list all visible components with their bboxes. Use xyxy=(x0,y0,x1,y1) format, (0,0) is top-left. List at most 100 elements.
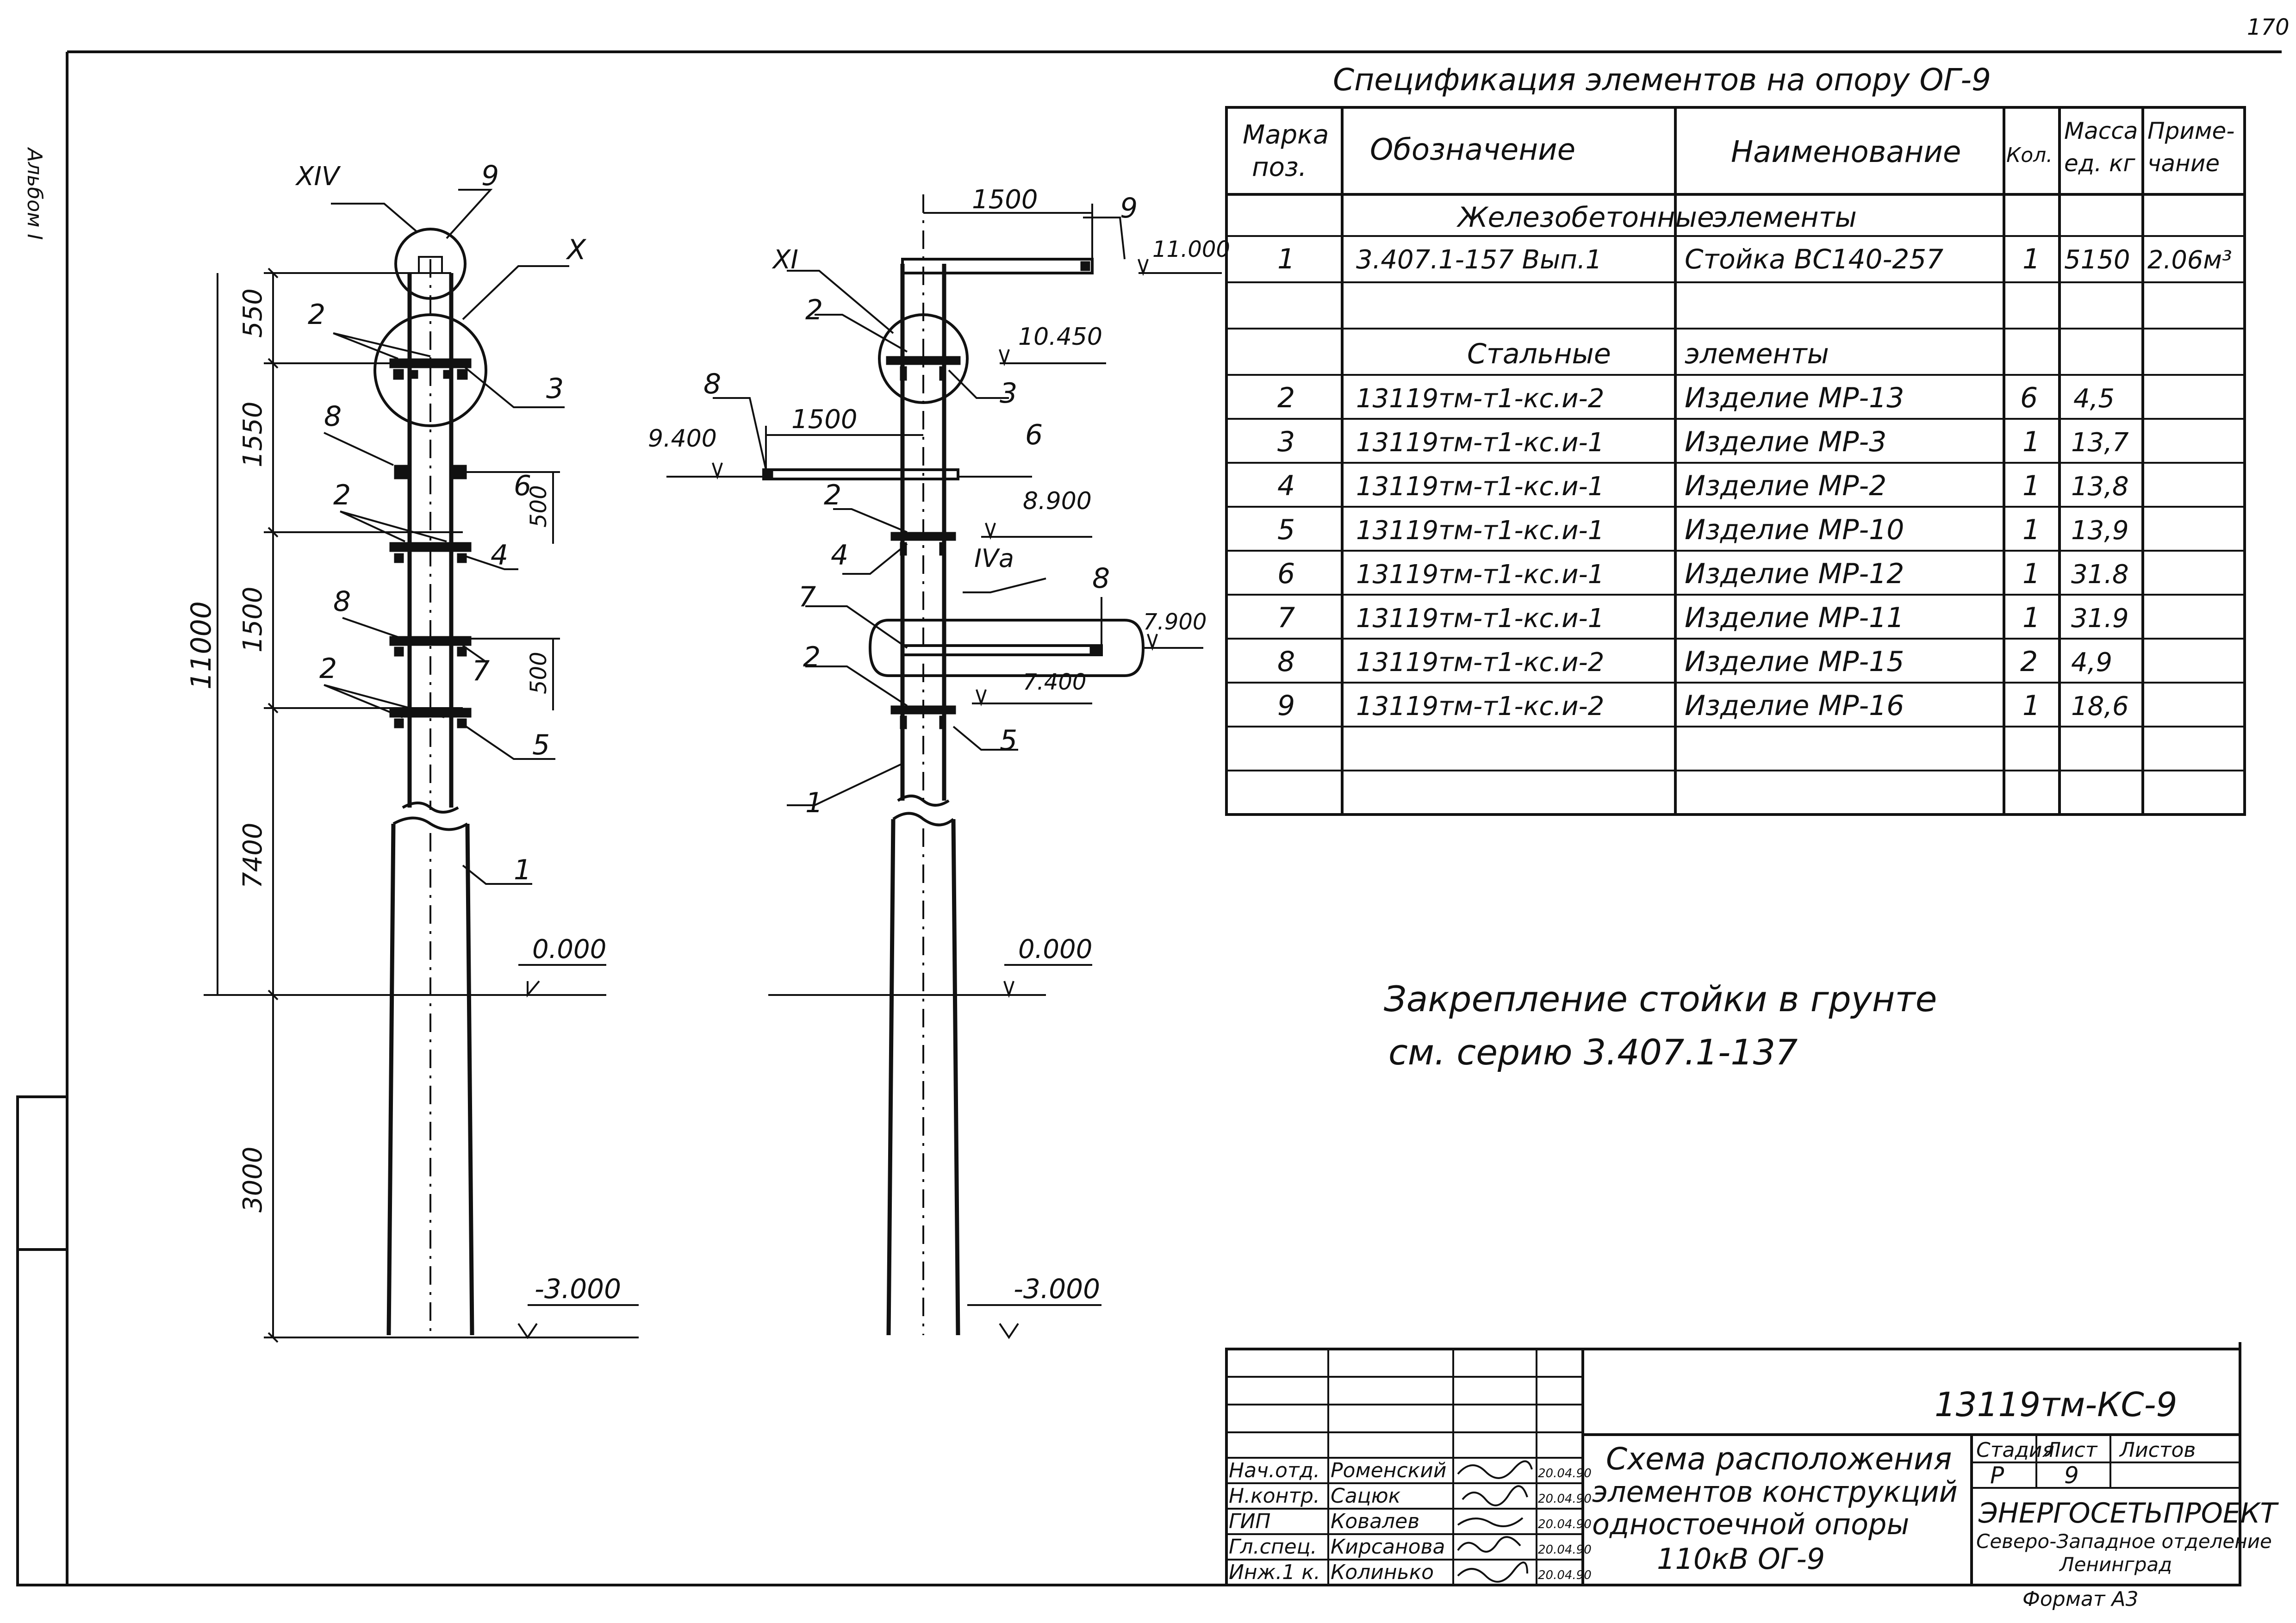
row-qty: 1 xyxy=(2022,602,2040,634)
sig-role: Гл.спец. xyxy=(1229,1535,1317,1559)
title-line-4: 110кВ ОГ-9 xyxy=(1657,1542,1825,1576)
row-mass: 31.9 xyxy=(2071,603,2129,634)
spec-table-sections: Железобетонные элементы Стальные элемент… xyxy=(1456,201,1857,370)
hdr-mass-1: Масса xyxy=(2064,118,2138,144)
right-view-labels: XI 2 9 3 8 6 2 4 IVа 8 7 2 5 1 1500 1500… xyxy=(648,185,1230,1305)
sig-name: Сацюк xyxy=(1331,1484,1401,1508)
sheet-frame xyxy=(16,50,2282,1586)
row-name: Изделие МР-11 xyxy=(1685,602,1904,634)
hdr-note-2: чание xyxy=(2147,150,2220,177)
ground-note-line1: Закрепление стойки в грунте xyxy=(1384,978,1937,1020)
row-mark: 6 xyxy=(1277,558,1295,590)
ground-note-line2: см. серию 3.407.1-137 xyxy=(1388,1032,1798,1073)
row-name: Изделие МР-13 xyxy=(1685,382,1904,414)
row-mark: 4 xyxy=(1277,470,1295,502)
hdr-note-1: Приме- xyxy=(2147,118,2234,144)
callout-x: X xyxy=(566,234,587,266)
callout-3-right: 3 xyxy=(1000,377,1017,410)
row-qty: 1 xyxy=(2022,690,2040,722)
sig-role: Нач.отд. xyxy=(1229,1459,1320,1482)
row-name: Изделие МР-10 xyxy=(1685,514,1904,546)
callout-6-left: 6 xyxy=(514,470,531,502)
row-mass: 31.8 xyxy=(2071,560,2129,590)
hdr-mass-2: ед. кг xyxy=(2064,150,2135,177)
callout-4-left: 4 xyxy=(491,539,508,572)
signature-row: Нач.отд. Роменский 20.04.90 xyxy=(1229,1459,1592,1482)
level-7400: 7.400 xyxy=(1023,669,1086,695)
org-city: Ленинград xyxy=(2059,1553,2172,1576)
signature-row: Н.контр. Сацюк 20.04.90 xyxy=(1229,1484,1592,1508)
sig-date: 20.04.90 xyxy=(1538,1568,1592,1582)
dim-11000: 11000 xyxy=(185,601,218,690)
dim-1500-left: 1500 xyxy=(238,586,268,653)
callout-7-left: 7 xyxy=(472,655,490,687)
callout-5-left: 5 xyxy=(532,729,550,761)
level-11000: 11.000 xyxy=(1152,236,1230,262)
callout-xi: XI xyxy=(772,245,798,275)
callout-8b-left: 8 xyxy=(333,585,351,618)
title-line-1: Схема расположения xyxy=(1606,1441,1952,1477)
stage-label: Стадия xyxy=(1976,1438,2054,1462)
title-line-2: элементов конструкций xyxy=(1592,1475,1958,1509)
row-qty: 6 xyxy=(2020,382,2038,414)
callout-2a-left: 2 xyxy=(308,298,325,331)
level-7900: 7.900 xyxy=(1143,609,1207,635)
row-mark: 7 xyxy=(1277,602,1295,634)
level-zero-right: 0.000 xyxy=(1018,934,1092,964)
callout-3-left: 3 xyxy=(546,373,564,405)
signature-row: Гл.спец. Кирсанова 20.04.90 xyxy=(1229,1535,1592,1559)
section-steel-1: Стальные xyxy=(1467,338,1611,370)
table-row: 2 13119тм-т1-кс.и-2 Изделие МР-13 6 4,5 xyxy=(1277,382,2115,414)
row-mark: 5 xyxy=(1277,514,1295,546)
sheet-value: 9 xyxy=(2064,1462,2079,1489)
callout-9-right: 9 xyxy=(1120,192,1138,224)
sig-role: Н.контр. xyxy=(1229,1484,1320,1508)
row-name: Изделие МР-15 xyxy=(1685,646,1904,678)
dim-7400: 7400 xyxy=(238,822,268,889)
row-mass: 4,5 xyxy=(2073,384,2115,414)
table-row: 9 13119тм-т1-кс.и-2 Изделие МР-16 1 18,6 xyxy=(1277,690,2129,722)
row-note: 2.06м³ xyxy=(2147,245,2232,274)
row-mark: 9 xyxy=(1277,690,1295,722)
sig-date: 20.04.90 xyxy=(1538,1492,1592,1506)
table-row: 1 3.407.1-157 Вып.1 Стойка ВС140-257 1 5… xyxy=(1277,243,2232,275)
dim-3000: 3000 xyxy=(238,1146,268,1213)
org-name: ЭНЕРГОСЕТЬПРОЕКТ xyxy=(1978,1497,2279,1530)
dim-arm-1500: 1500 xyxy=(791,404,858,435)
callout-2a-right: 2 xyxy=(805,294,823,326)
row-qty: 1 xyxy=(2022,514,2040,546)
table-row: 6 13119тм-т1-кс.и-1 Изделие МР-12 1 31.8 xyxy=(1277,558,2129,590)
callout-xiv: XIV xyxy=(295,162,341,192)
row-mass: 5150 xyxy=(2064,245,2130,275)
title-block-texts: 13119тм-КС-9 Схема расположения элементо… xyxy=(1592,1385,2279,1611)
section-rc-2: элементы xyxy=(1712,201,1857,234)
hdr-name: Наименование xyxy=(1731,135,1961,169)
callout-4-right: 4 xyxy=(831,539,848,572)
left-pole-view xyxy=(204,189,639,1343)
handwritten-signature xyxy=(1457,1561,1528,1583)
sig-role: Инж.1 к. xyxy=(1229,1561,1320,1584)
sig-name: Колинько xyxy=(1331,1561,1434,1584)
row-mass: 13,7 xyxy=(2071,428,2129,458)
level-10450: 10.450 xyxy=(1018,323,1102,351)
row-name: Изделие МР-16 xyxy=(1685,690,1904,722)
margin-album-label: Альбом I xyxy=(23,147,46,240)
callout-1-right: 1 xyxy=(805,787,823,819)
signature-row: ГИП Ковалев 20.04.90 xyxy=(1229,1510,1592,1533)
callout-6-right: 6 xyxy=(1025,419,1043,451)
hdr-mark-1: Марка xyxy=(1243,120,1329,150)
row-qty: 1 xyxy=(2022,243,2040,275)
spec-table-header: Марка поз. Обозначение Наименование Кол.… xyxy=(1243,118,2234,182)
dim-1550: 1550 xyxy=(238,401,268,467)
spec-title: Спецификация элементов на опору ОГ-9 xyxy=(1333,62,1991,98)
row-mark: 3 xyxy=(1277,426,1295,458)
sheet-label: Лист xyxy=(2045,1438,2098,1462)
spec-table xyxy=(1225,106,2246,816)
level-9400: 9.400 xyxy=(648,425,717,453)
org-branch: Северо-Западное отделение xyxy=(1976,1530,2272,1553)
level-minus3-left: -3.000 xyxy=(535,1273,621,1305)
spec-table-rows: 1 3.407.1-157 Вып.1 Стойка ВС140-257 1 5… xyxy=(1277,243,2232,722)
left-view-labels: XIV 9 X 2 3 8 6 2 4 8 7 2 5 1 550 1550 1… xyxy=(185,160,621,1305)
hdr-qty: Кол. xyxy=(2006,143,2053,167)
sig-name: Кирсанова xyxy=(1331,1535,1445,1559)
